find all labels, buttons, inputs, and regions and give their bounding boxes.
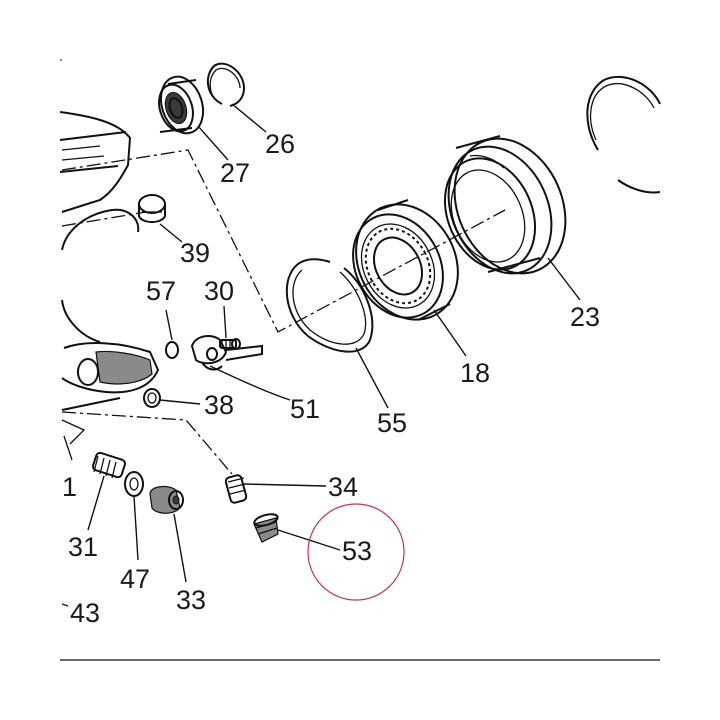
part-label-26: 26: [265, 129, 295, 159]
bolt-33: [149, 485, 184, 514]
leader-51: [209, 365, 291, 401]
leader-18: [433, 309, 467, 357]
leader-27: [197, 125, 229, 161]
leader-33: [173, 513, 187, 583]
part-label-30: 30: [204, 276, 234, 306]
part-label-47: 47: [120, 564, 150, 594]
o-ring-57: [165, 341, 179, 359]
part-label-38: 38: [204, 390, 234, 420]
part-label-57: 57: [146, 276, 176, 306]
part-label-34: 34: [328, 472, 358, 502]
snap-ring-26: [206, 62, 246, 107]
part-label-55: 55: [377, 408, 407, 438]
leader-55: [355, 347, 389, 409]
axis-line-plug: [61, 211, 147, 227]
washer-47: [124, 471, 144, 497]
leader-26: [231, 103, 267, 133]
set-screw-31: [91, 451, 127, 479]
leader-43: [61, 603, 69, 607]
axis-line-lower: [61, 411, 233, 475]
snap-ring-55: [285, 258, 374, 353]
part-label-31: 31: [68, 532, 98, 562]
leader-34: [243, 483, 327, 487]
screw-30: [219, 338, 241, 350]
race-23: [443, 135, 567, 275]
leader-38: [159, 399, 201, 405]
set-screw-34: [224, 474, 248, 504]
leader-31: [87, 475, 105, 531]
bearing-27: [158, 75, 205, 135]
leader-47: [133, 495, 139, 561]
clamp-51: [190, 335, 263, 371]
bushing-38: [143, 388, 161, 408]
leader-23: [547, 257, 581, 301]
part-label-43: 43: [70, 598, 100, 628]
part-label-27: 27: [220, 158, 250, 188]
part-label-18: 18: [460, 358, 490, 388]
snap-ring-right: [586, 75, 661, 151]
bearing-18: [352, 199, 459, 321]
leader-30: [223, 305, 227, 339]
housing-body: [59, 111, 160, 461]
axis-line-upper: [61, 149, 506, 333]
leader-39: [159, 223, 183, 243]
part-label-1: 1: [62, 472, 77, 502]
part-label-33: 33: [176, 585, 206, 615]
part-label-39: 39: [180, 238, 210, 268]
part-label-53: 53: [342, 536, 372, 566]
highlight-circle: [307, 503, 405, 601]
leader-57: [165, 309, 173, 341]
part-label-51: 51: [290, 394, 320, 424]
plug-39: [138, 194, 166, 223]
part-label-23: 23: [570, 302, 600, 332]
nozzle-53: [253, 513, 279, 543]
